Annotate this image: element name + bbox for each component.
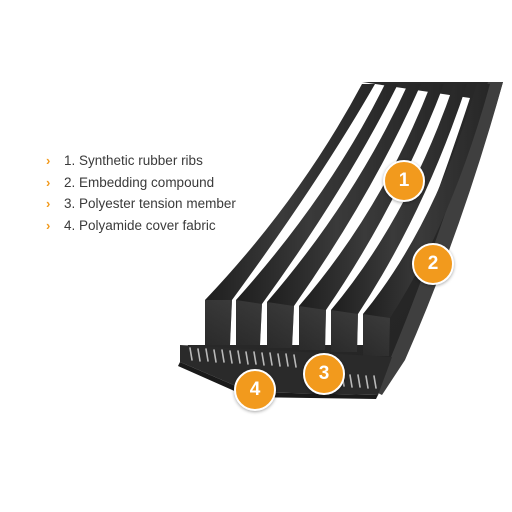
legend-label: 3. Polyester tension member <box>64 196 236 212</box>
callout-badge-1: 1 <box>383 160 425 202</box>
legend-label: 2. Embedding compound <box>64 174 215 190</box>
rib <box>299 84 444 350</box>
component-legend: › 1. Synthetic rubber ribs › 2. Embeddin… <box>46 150 236 236</box>
legend-item: › 4. Polyamide cover fabric <box>46 215 236 237</box>
legend-label: 1. Synthetic rubber ribs <box>64 153 203 169</box>
chevron-right-icon: › <box>46 174 51 190</box>
belt-edge <box>376 82 503 395</box>
chevron-right-icon: › <box>46 196 51 212</box>
callout-badge-3: 3 <box>303 353 345 395</box>
legend-label: 4. Polyamide cover fabric <box>64 217 216 233</box>
callout-badge-2: 2 <box>412 243 454 285</box>
legend-item: › 1. Synthetic rubber ribs <box>46 150 236 172</box>
belt-bottom-edge <box>178 362 378 399</box>
legend-item: › 3. Polyester tension member <box>46 193 236 215</box>
rib <box>267 84 421 348</box>
rib <box>363 84 490 356</box>
rib <box>236 84 398 345</box>
legend-item: › 2. Embedding compound <box>46 172 236 194</box>
synthetic-rubber-ribs <box>205 84 490 356</box>
chevron-right-icon: › <box>46 153 51 169</box>
rib <box>205 84 375 345</box>
rib <box>331 84 467 352</box>
callout-badge-4: 4 <box>234 369 276 411</box>
chevron-right-icon: › <box>46 217 51 233</box>
rib-cut-faces <box>205 300 390 356</box>
